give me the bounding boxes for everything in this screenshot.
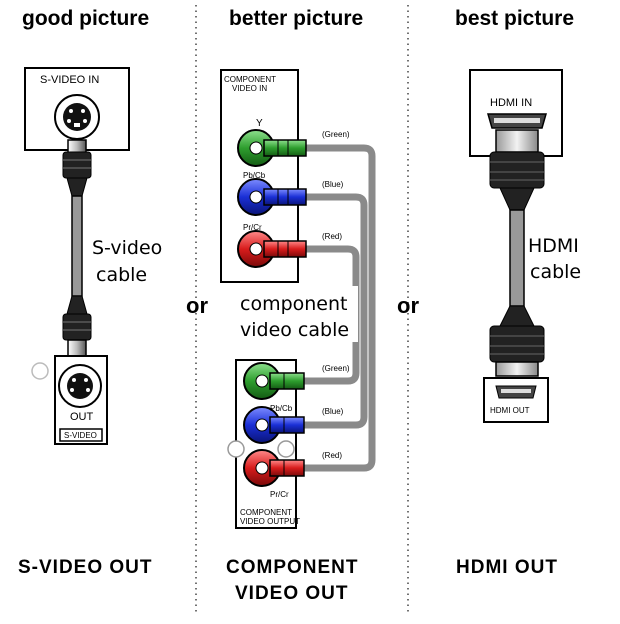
component-out-pr-label: Pr/Cr <box>270 490 289 499</box>
component-in-label-2: VIDEO IN <box>232 84 267 93</box>
component-port-y-label: Y <box>256 118 263 129</box>
component-out-label-2: VIDEO OUTPUT <box>240 517 300 526</box>
hdmi-plug-top-icon <box>489 151 545 189</box>
component-out-label-1: COMPONENT <box>240 508 292 517</box>
component-port-pb-label: Pb/Cb <box>243 171 266 180</box>
component-wire-blue-label-top: (Blue) <box>322 180 344 189</box>
hdmi-cable-label-2: cable <box>530 261 581 283</box>
svideo-cable-label-2: cable <box>96 264 147 286</box>
component-in-label-1: COMPONENT <box>224 75 276 84</box>
component-in-red-plug-icon <box>263 240 307 258</box>
hdmi-out-panel <box>483 377 549 423</box>
footer-component-line-2: VIDEO OUT <box>235 583 349 604</box>
hdmi-cable-label-1: HDMI <box>528 235 579 257</box>
footer-hdmi-out: HDMI OUT <box>456 557 558 578</box>
component-wire-green-label-top: (Green) <box>322 130 350 139</box>
component-out-marker-right-icon <box>277 440 295 458</box>
svideo-out-marker-icon <box>31 362 49 380</box>
heading-good-picture: good picture <box>22 7 149 30</box>
svideo-section: S-VIDEO IN S-video cable OUT S-VIDEO <box>24 67 162 445</box>
component-port-pr-label: Pr/Cr <box>243 223 262 232</box>
component-in-green-plug-icon <box>263 139 307 157</box>
footer-component-line-1: COMPONENT <box>226 557 359 578</box>
component-wire-blue-label-bottom: (Blue) <box>322 407 344 416</box>
component-section: COMPONENT VIDEO IN Y Pb/Cb Pr/Cr (Green)… <box>220 69 376 529</box>
component-out-red-plug-icon <box>269 459 305 477</box>
component-in-blue-plug-icon <box>263 188 307 206</box>
heading-better-picture: better picture <box>229 7 363 30</box>
or-label-left: or <box>186 293 208 318</box>
component-cable-bundle-icon <box>300 144 376 472</box>
component-cable-label-2: video cable <box>240 319 349 341</box>
svideo-plug-bottom-icon <box>62 313 92 341</box>
hdmi-plug-bottom-icon <box>489 325 545 363</box>
component-wire-green-label-bottom: (Green) <box>322 364 350 373</box>
hdmi-in-label: HDMI IN <box>490 97 532 109</box>
hdmi-cable-icon <box>509 209 525 307</box>
svideo-out-sub-label: S-VIDEO <box>64 431 97 440</box>
component-out-marker-left-icon <box>227 440 245 458</box>
component-wire-red-label-top: (Red) <box>322 232 342 241</box>
footer-svideo-out: S-VIDEO OUT <box>18 557 153 578</box>
component-cable-label-1: component <box>240 293 348 315</box>
component-out-blue-plug-icon <box>269 416 305 434</box>
hdmi-out-label: HDMI OUT <box>490 406 530 415</box>
svideo-cable-label-1: S-video <box>92 237 162 259</box>
svideo-out-label: OUT <box>70 411 94 423</box>
heading-best-picture: best picture <box>455 7 574 30</box>
svideo-plug-top-icon <box>62 151 92 179</box>
svideo-cable-icon <box>71 195 83 297</box>
or-label-right: or <box>397 293 419 318</box>
hdmi-section: HDMI IN HDMI cable HDMI OUT <box>469 69 581 423</box>
hdmi-plug-top-collar-icon <box>495 129 539 153</box>
component-wire-red-label-bottom: (Red) <box>322 451 342 460</box>
component-out-green-plug-icon <box>269 372 305 390</box>
component-out-pb-label: Pb/Cb <box>270 404 293 413</box>
svideo-in-label: S-VIDEO IN <box>40 74 99 86</box>
